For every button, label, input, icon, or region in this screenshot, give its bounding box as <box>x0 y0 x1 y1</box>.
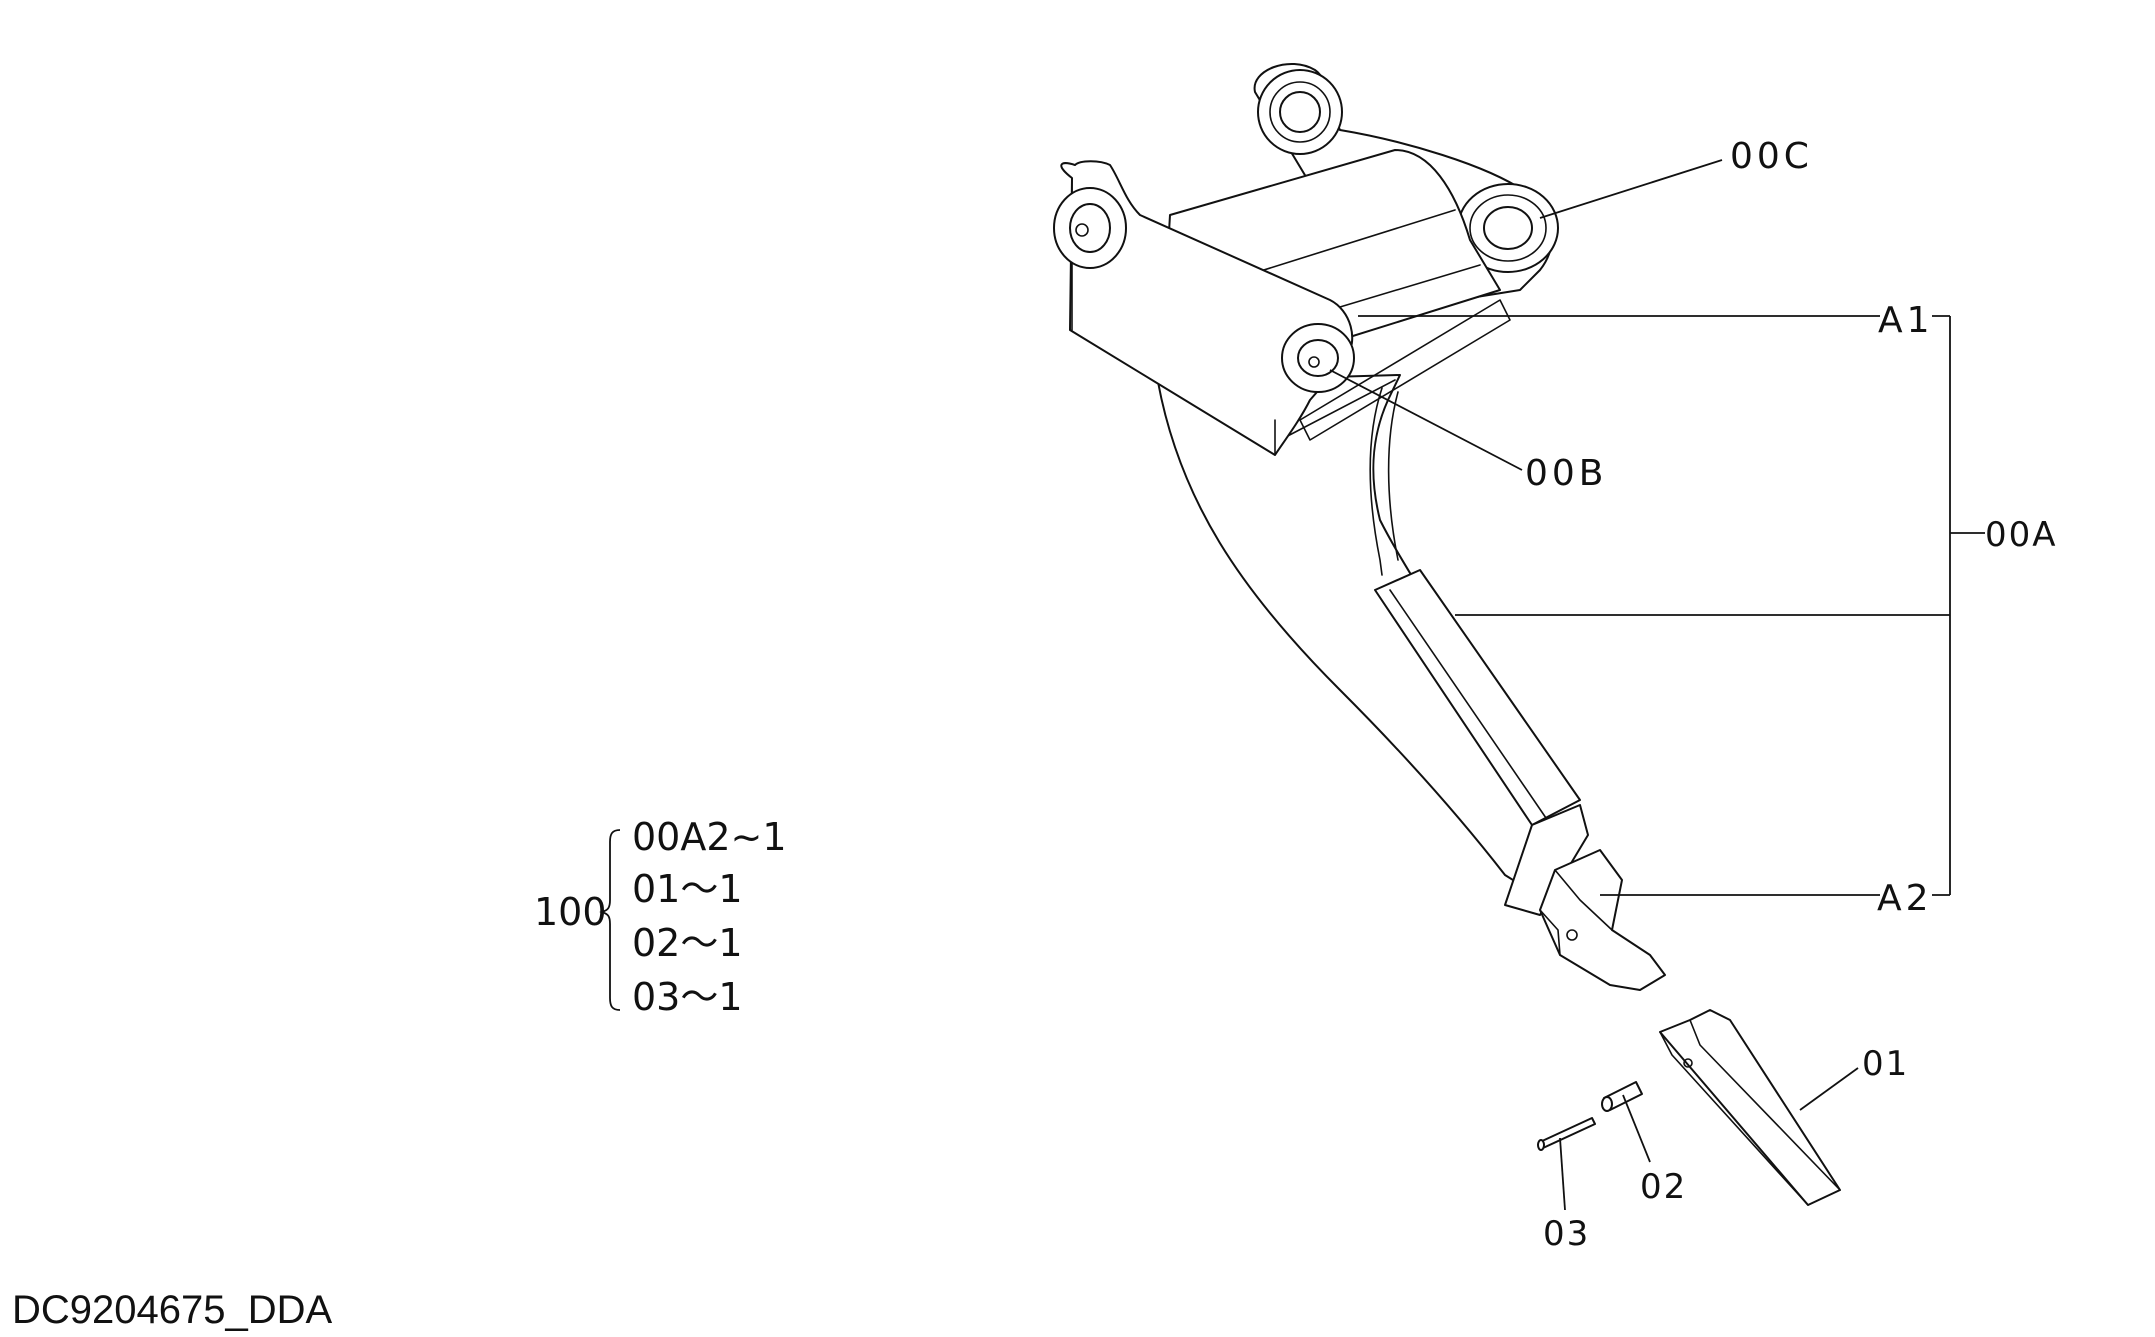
mount-front-plate <box>1060 160 1354 456</box>
shank-front-edge <box>1369 387 1383 576</box>
shank-wear-plate <box>1374 569 1581 826</box>
callout-03: 03 <box>1543 1214 1590 1254</box>
callout-02: 02 <box>1640 1167 1687 1207</box>
lock-pin-03 <box>1537 1117 1596 1151</box>
callout-A1: A1 <box>1878 300 1934 341</box>
set-item-3: 02～1 <box>632 921 743 965</box>
set-brace <box>599 829 621 1011</box>
installed-tooth <box>1539 849 1666 991</box>
set-item-1: 00A2~1 <box>632 815 787 859</box>
drawing-id: DC9204675_DDA <box>12 1288 333 1332</box>
tooth-point-01 <box>1659 1009 1841 1206</box>
callout-01: 01 <box>1862 1044 1909 1084</box>
set-number: 100 <box>534 890 607 934</box>
ripper-shank-assembly <box>1053 62 1589 916</box>
callout-A2: A2 <box>1877 878 1933 919</box>
callout-00B: 00B <box>1525 453 1608 494</box>
set-item-4: 03～1 <box>632 975 743 1019</box>
callout-00A: 00A <box>1985 515 2058 555</box>
set-item-2: 01～1 <box>632 867 743 911</box>
shank-body <box>1157 374 1576 901</box>
leader-lines <box>1329 159 1985 1211</box>
callout-00C: 00C <box>1730 136 1813 177</box>
pin-02 <box>1601 1081 1643 1112</box>
parts-set-group: 100 00A2~1 01～1 02～1 03～1 <box>534 815 787 1019</box>
